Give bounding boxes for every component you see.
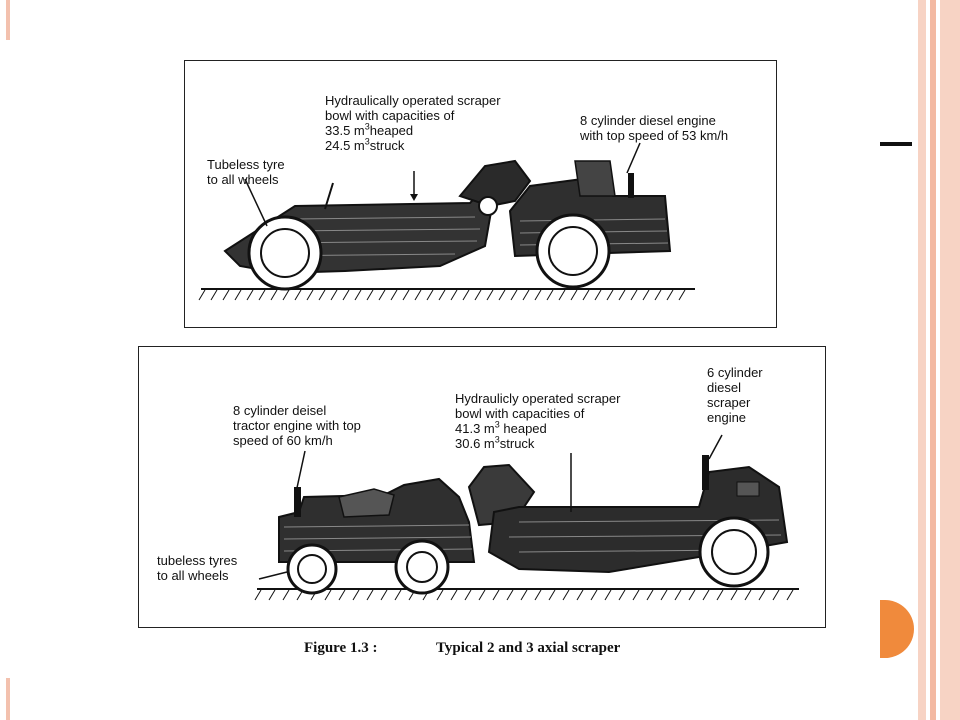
scraper-rear-wheel-bottom [698, 516, 770, 588]
left-accent-bar-top [6, 0, 10, 40]
engine-label: 8 cylinder diesel engine with top speed … [580, 113, 729, 143]
right-decorative-stripes [918, 0, 960, 720]
ground-hatching-bottom [254, 589, 794, 601]
tyre-leader-line-bottom [258, 571, 288, 580]
tractor-drive-wheel [535, 213, 611, 289]
scraper-engine-leader-line [708, 434, 723, 460]
scraper-exhaust-stack [702, 455, 709, 490]
ground-hatching [198, 289, 686, 301]
two-axle-scraper-figure: Hydraulically operated scraper bowl with… [184, 60, 777, 328]
engine-leader-line [626, 142, 641, 174]
tyre-label: Tubeless tyre to all wheels [207, 157, 285, 187]
figure-number: Figure 1.3 : [304, 640, 378, 656]
tractor-front-wheel [286, 543, 338, 595]
tyre-leader-line-2 [324, 182, 334, 210]
tyre-label-bottom: tubeless tyres to all wheels [157, 553, 238, 583]
tyre-leader-line [244, 178, 268, 227]
tractor-engine-label: 8 cylinder deisel tractor engine with to… [233, 403, 361, 448]
tractor-leader-line [294, 450, 306, 498]
two-axle-scraper-drawing [198, 142, 695, 301]
figure-caption: Typical 2 and 3 axial scraper [436, 640, 621, 656]
tractor-exhaust-stack [294, 487, 301, 517]
scraper-engine-label: 6 cylinder diesel scraper engine [707, 365, 763, 425]
scraper-rear-wheel [247, 215, 323, 291]
bowl-capacity-label: Hydraulically operated scraper bowl with… [325, 93, 501, 153]
tractor-rear-wheel [394, 539, 450, 595]
three-axle-scraper-drawing [254, 434, 799, 601]
operator-seat [338, 488, 395, 518]
black-dash-mark [880, 142, 912, 146]
bowl-capacity-label-bottom: Hydraulicly operated scraper bowl with c… [455, 391, 621, 451]
left-accent-bar-bottom [6, 678, 10, 720]
exhaust-stack [628, 173, 634, 198]
three-axle-scraper-figure: 8 cylinder deisel tractor engine with to… [138, 346, 826, 628]
orange-half-circle [880, 600, 914, 658]
